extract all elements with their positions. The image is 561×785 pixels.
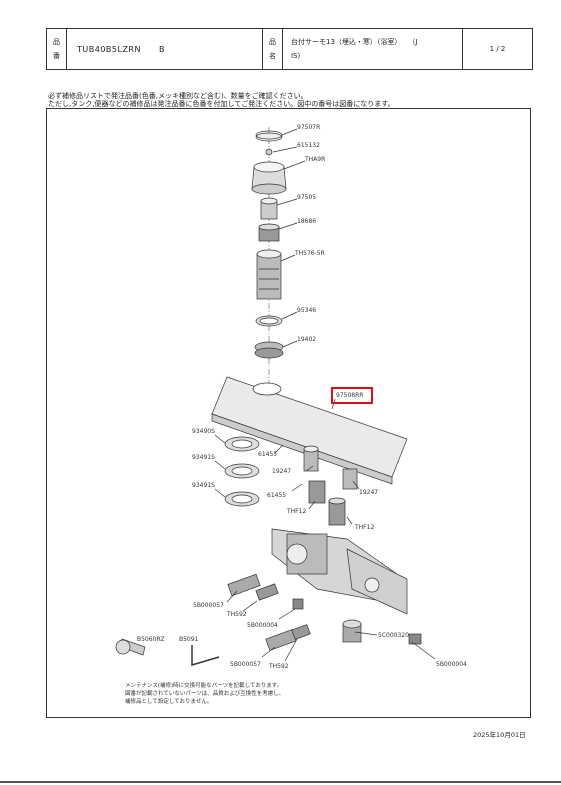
part-label: TH592	[226, 611, 247, 618]
part-label: 93491S	[192, 454, 215, 461]
part-label: 19402	[297, 336, 316, 343]
footnote-line2: 図番が記載されていないパーツは、品質および互換性を考慮し、	[125, 689, 284, 697]
part-label: 93491S	[192, 482, 215, 489]
part-label: THA9R	[304, 156, 325, 163]
part-label: 61455	[258, 451, 277, 458]
page-number-text: 1 / 2	[489, 45, 506, 53]
part-label: 97505	[297, 194, 316, 201]
product-name: 台付サーモ13（埋込・寒）（浴室） （J IS)	[283, 29, 463, 69]
highlight-box	[331, 387, 373, 404]
part-label: 95346	[297, 307, 316, 314]
part-label: 5B000057	[230, 661, 261, 668]
exploded-diagram: 97507R 615132 THA9R 97505 18686 TH576-5R…	[115, 124, 467, 705]
footnote-line1: メンテナンス(補修)時に交換可能なパーツを記載しております。	[125, 681, 282, 689]
part-label: 93490S	[192, 428, 215, 435]
part-label: 615132	[297, 142, 320, 149]
label-product-number: 品 番	[47, 29, 67, 69]
product-name-line1: 台付サーモ13（埋込・寒）（浴室） （J	[291, 38, 418, 46]
part-label: B5060RZ	[137, 636, 165, 643]
product-revision: B	[158, 44, 165, 54]
order-notes: 必ず補修品リストで発注品番(色番,メッキ種別など含む)、数量をご確認ください。 …	[48, 92, 395, 108]
part-label: 61455	[267, 492, 286, 499]
notes-line1: 必ず補修品リストで発注品番(色番,メッキ種別など含む)、数量をご確認ください。	[48, 92, 308, 100]
footnote-line3: 補修品として設定しておりません。	[125, 697, 212, 705]
part-label: 5B000004	[436, 661, 467, 668]
title-block: 品 番 TUB40B5LZRN B 品 名 台付サーモ13（埋込・寒）（浴室） …	[46, 28, 533, 70]
label-char: 品	[53, 38, 60, 46]
part-label: 19247	[272, 468, 291, 475]
product-code: TUB40B5LZRN B	[67, 29, 263, 69]
label-char: 番	[53, 52, 60, 60]
part-label: B5091	[179, 636, 199, 643]
label-char: 品	[269, 38, 276, 46]
part-label: 18686	[297, 218, 316, 225]
label-product-name: 品 名	[263, 29, 283, 69]
label-char: 名	[269, 52, 276, 60]
notes-line2: ただし,タンク,便器などの補修品は発注品番に色番を付加してご発注ください。図中の…	[48, 100, 395, 108]
part-label: 97507R	[297, 124, 320, 131]
part-labels: 97507R 615132 THA9R 97505 18686 TH576-5R…	[137, 124, 467, 670]
part-label: 5B000057	[193, 602, 224, 609]
part-label: THF12	[286, 508, 306, 515]
page-number: 1 / 2	[463, 29, 532, 69]
part-label: TH592	[268, 663, 289, 670]
part-label: TH576-5R	[294, 250, 325, 257]
issue-date: 2025年10月01日	[473, 731, 526, 739]
part-label: 5B000004	[247, 622, 278, 629]
part-label: 5C000320	[378, 632, 409, 639]
product-name-line2: IS)	[291, 52, 301, 60]
part-label: 19247	[359, 489, 378, 496]
exploded-diagram-frame: 97507R 615132 THA9R 97505 18686 TH576-5R…	[46, 108, 531, 718]
bottom-rule	[0, 781, 561, 783]
part-label: THF12	[354, 524, 374, 531]
part-label: 97508RR	[336, 392, 363, 399]
product-code-text: TUB40B5LZRN	[77, 44, 141, 54]
